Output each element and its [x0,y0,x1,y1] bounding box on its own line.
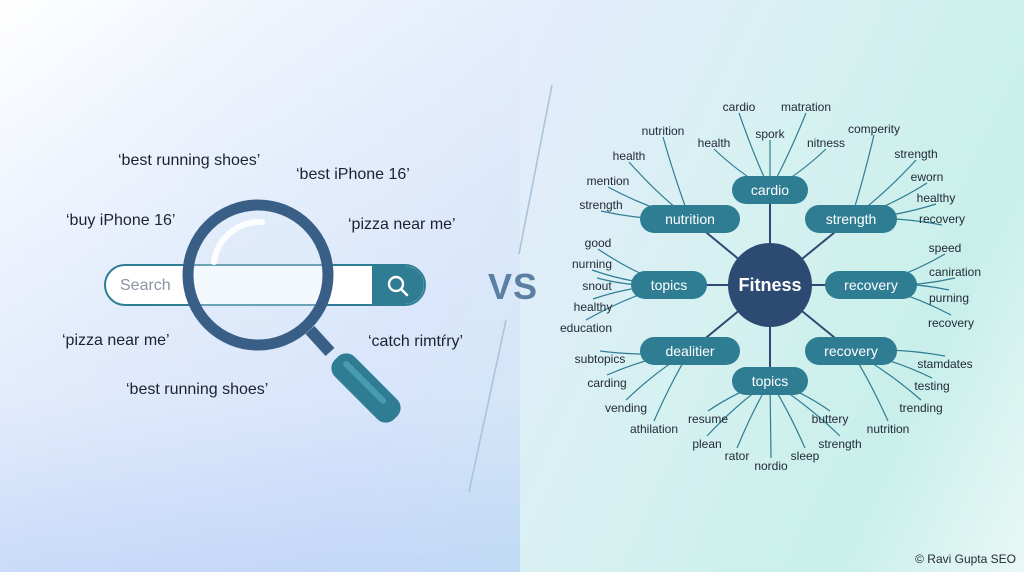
keyword: testing [914,379,949,393]
query-text: ‘best iPhone 16’ [296,166,410,183]
keyword: nordio [754,459,788,473]
copyright-credit: © Ravi Gupta SEO [915,552,1016,566]
keyword: nitness [807,136,845,150]
keyword: nurning [572,257,612,271]
keyword: purning [929,291,969,305]
topic-label: recovery [824,343,878,359]
keyword: snout [582,279,612,293]
keyword: cardio [723,100,756,114]
topic-label: topics [752,373,789,389]
keyword: education [560,321,612,335]
keyword: recovery [919,212,965,226]
keyword: vending [605,401,647,415]
keyword: rator [725,449,750,463]
keyword: comperity [848,122,900,136]
keyword: plean [692,437,721,451]
keyword: eworn [911,170,944,184]
keyword: speed [929,241,962,255]
query-text: ‘pizza near me’ [348,216,456,233]
center-node [728,243,812,327]
topic-node [732,176,808,204]
keyword: stamdates [917,357,972,371]
center-label: Fitness [738,275,801,295]
keyword: carding [587,376,626,390]
search-bar[interactable]: Search [104,264,426,306]
topic-node [732,367,808,395]
topic-node [640,337,740,365]
query-text: ‘best running shoes’ [118,152,261,169]
vs-label: VS [488,266,539,307]
search-button[interactable] [372,266,424,304]
keyword: sleep [791,449,820,463]
query-text: ‘catch rimtŕry’ [368,333,464,350]
topic-node [825,271,917,299]
search-input[interactable]: Search [120,277,171,294]
topic-node [805,337,897,365]
query-text: ‘buy iPhone 16’ [66,212,176,229]
keyword: strength [894,147,937,161]
keyword: healthy [574,300,613,314]
keyword: nutrition [642,124,685,138]
keyword: nutrition [867,422,910,436]
keyword: mention [587,174,630,188]
topic-label: topics [651,277,688,293]
query-text: ‘pizza near me’ [62,332,170,349]
topic-label: cardio [751,182,789,198]
topic-node [640,205,740,233]
topic-label: dealitier [665,343,714,359]
keyword: athilation [630,422,678,436]
keyword: subtopics [575,352,626,366]
keyword: health [698,136,731,150]
keyword: good [585,236,612,250]
query-text: ‘best running shoes’ [126,381,269,398]
topic-node [805,205,897,233]
topic-node [631,271,707,299]
keyword: health [613,149,646,163]
keyword: recovery [928,316,974,330]
keyword: strength [579,198,622,212]
topic-label: recovery [844,277,898,293]
keyword: spork [755,127,785,141]
topic-label: nutrition [665,211,715,227]
keyword: healthy [917,191,956,205]
keyword: resume [688,412,728,426]
keyword: trending [899,401,942,415]
keyword: matration [781,100,831,114]
search-icon [387,275,409,297]
keyword: buttery [812,412,849,426]
topic-label: strength [826,211,877,227]
keyword: strength [818,437,861,451]
keyword: caniration [929,265,981,279]
